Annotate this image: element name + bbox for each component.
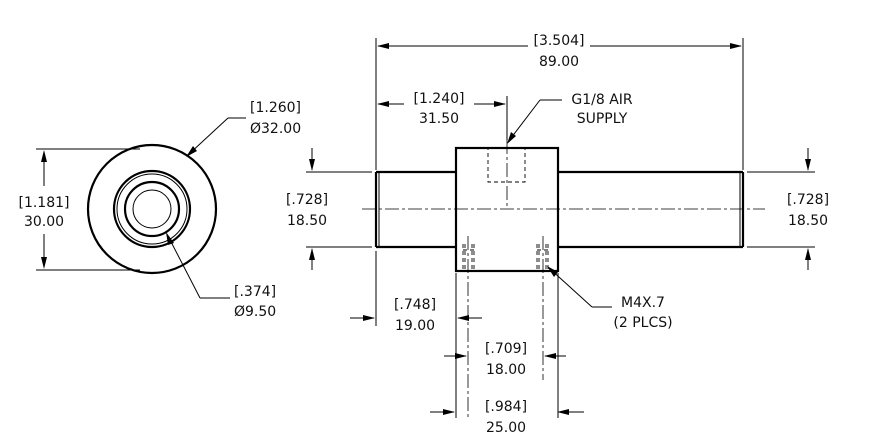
overall-length-mm-label: 89.00 [539,54,579,70]
height-mm-label: 30.00 [24,214,64,230]
air-port-hidden [487,147,526,183]
outer-diameter-inch-label: [1.260] [250,100,301,116]
body-width-inch-label: [.984] [485,399,527,415]
body-offset-inch-label: [.748] [394,297,436,313]
thread-note-leader [548,267,593,308]
port-offset-mm-label: 31.50 [419,111,459,127]
body-offset-arrow-left [363,315,375,321]
left-shaft-arrow-bottom [309,248,315,260]
port-offset-arrow-left [377,101,389,107]
air-supply-note-line1: G1/8 AIR [571,92,633,108]
bore-diameter-leader [167,235,201,299]
bore-diameter-mm-label: Ø9.50 [234,304,276,320]
thread-note-line1: M4X.7 [621,295,665,311]
bore-circle [132,189,172,229]
bore-diameter-arrow [166,232,174,245]
height-arrow-bottom [41,257,47,269]
hole-spacing-mm-label: 18.00 [486,362,526,378]
air-supply-arrow [507,132,516,144]
hole-spacing-inch-label: [.709] [485,341,527,357]
chamfer-circle [123,180,181,238]
outer-body-circle [86,143,218,275]
hole-spacing-arrow-left [455,353,467,359]
port-offset-arrow-right [494,101,506,107]
outer-diameter-arrow [186,146,197,157]
body-width-arrow-left [443,409,455,415]
right-shaft-arrow-top [805,159,811,171]
overall-arrow-left [377,43,389,49]
tapped-hole-left [462,236,475,418]
body-width-arrow-right [557,409,569,415]
overall-arrow-right [730,43,742,49]
left-shaft-mm-label: 18.50 [287,213,327,229]
height-inch-label: [1.181] [18,195,69,211]
end-view: [1.181] 30.00 [1.260] Ø32.00 [.374] Ø9.5… [18,100,301,320]
overall-length-inch-label: [3.504] [533,33,584,49]
outer-diameter-mm-label: Ø32.00 [250,121,301,137]
left-shaft-inch-label: [.728] [286,192,328,208]
front-view: [3.504] 89.00 [1.240] 31.50 G1/8 AIR SUP… [286,33,829,436]
height-arrow-top [41,150,47,162]
left-shaft-arrow-top [309,159,315,171]
body-width-mm-label: 25.00 [486,420,526,436]
thread-note-arrow [547,266,558,277]
hole-spacing-arrow-right [544,353,556,359]
port-offset-inch-label: [1.240] [413,91,464,107]
air-supply-note-line2: SUPPLY [577,111,628,127]
bore-diameter-inch-label: [.374] [234,284,276,300]
shaft-circle [112,169,192,249]
body-offset-mm-label: 19.00 [395,318,435,334]
right-shaft-mm-label: 18.50 [788,213,828,229]
right-shaft-inch-label: [.728] [787,192,829,208]
shaft-inner-circle [116,173,188,245]
thread-note-line2: (2 PLCS) [613,315,672,331]
tapped-hole-right [536,236,549,380]
right-shaft-arrow-bottom [805,248,811,260]
body-offset-arrow-right [457,315,469,321]
